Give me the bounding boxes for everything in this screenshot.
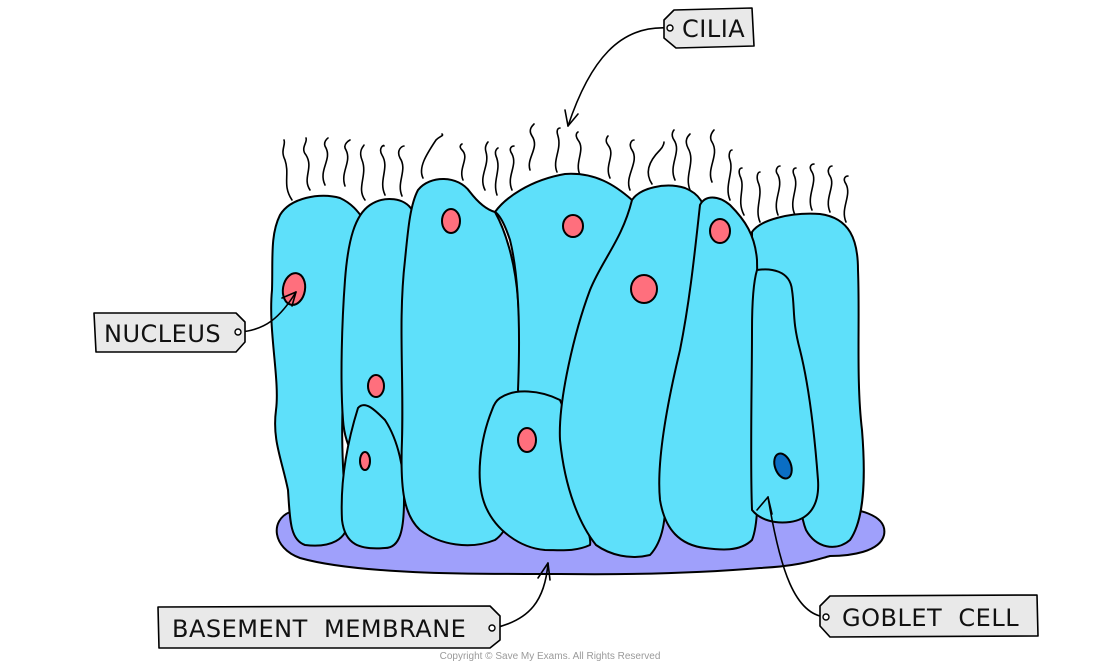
copyright-notice: Copyright © Save My Exams. All Rights Re…	[439, 651, 661, 662]
label-cilia-text: CILIA	[682, 15, 745, 43]
label-goblet-cell-text: GOBLET CELL	[842, 604, 1019, 632]
nucleus	[517, 427, 537, 453]
label-basement-membrane: BASEMENT MEMBRANE	[157, 605, 501, 649]
label-nucleus: NUCLEUS	[93, 312, 246, 353]
leader-lines	[239, 27, 827, 629]
label-goblet-cell: GOBLET CELL	[819, 594, 1039, 638]
label-nucleus-text: NUCLEUS	[104, 320, 221, 348]
nuclei	[281, 208, 793, 480]
cilia-group	[282, 123, 849, 223]
columnar-cell	[340, 404, 406, 550]
label-cilia: CILIA	[663, 7, 755, 49]
nucleus	[562, 214, 584, 238]
label-basement-membrane-text: BASEMENT MEMBRANE	[172, 615, 466, 643]
epithelial-cells	[270, 172, 865, 558]
nucleus	[709, 218, 731, 244]
nucleus	[281, 272, 307, 306]
goblet-nucleus	[773, 452, 793, 480]
nucleus	[359, 451, 371, 471]
columnar-cell	[658, 196, 759, 551]
nucleus	[367, 374, 385, 398]
nucleus	[441, 208, 461, 234]
nucleus	[630, 274, 658, 304]
goblet-cell	[750, 268, 820, 524]
